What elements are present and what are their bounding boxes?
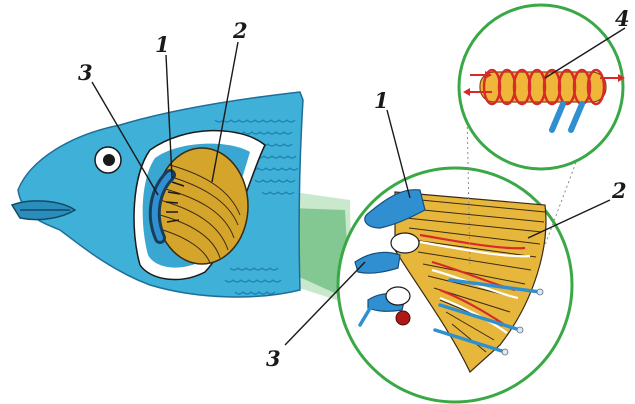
gill-detail-view: [338, 168, 572, 402]
gill-filaments: [156, 148, 248, 264]
label-fish-1: 1: [155, 32, 170, 57]
label-detail-3: 3: [266, 346, 281, 371]
fish-head: [12, 92, 352, 305]
label-detail-1: 1: [374, 88, 389, 113]
capillary-detail-view: [459, 5, 625, 169]
label-fish-3: 3: [78, 60, 93, 85]
label-capillary-4: 4: [615, 6, 630, 31]
label-fish-2: 2: [232, 18, 248, 43]
detail-artery: [396, 311, 410, 325]
label-detail-2: 2: [611, 178, 627, 203]
fish-pupil: [103, 154, 115, 166]
